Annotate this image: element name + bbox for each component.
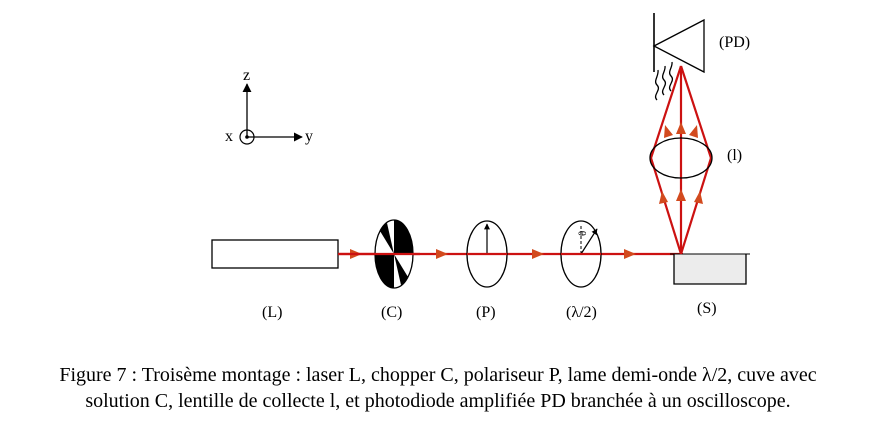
figure-caption: Figure 7 : Troisème montage : laser L, c… [0,362,876,414]
chopper-wheel [338,219,420,289]
beam-arrow-2 [436,249,448,259]
lens-label: (l) [727,147,742,164]
photodiode [652,13,705,101]
photodiode-label: (PD) [719,34,750,51]
rotated-polarization-arrow [580,228,598,255]
y-axis-label: y [305,128,313,145]
caption-line-1: Figure 7 : Troisème montage : laser L, c… [59,364,817,386]
half-wave-plate: θ [560,220,602,288]
x-axis-dot [245,135,249,139]
beam-arrow-4 [624,249,636,259]
caption-line-2: solution C, lentille de collecte l, et p… [85,390,791,412]
z-axis-label: z [243,67,250,84]
cell-label: (S) [697,300,717,317]
laser-body [211,239,339,269]
x-axis-circle [239,129,255,145]
cone-arrows [659,122,703,204]
laser-label: (L) [262,304,282,321]
x-axis-label: x [225,128,233,145]
sample-cell [670,253,750,285]
coordinate-axes: z x y [225,67,313,145]
incoming-light-icon [654,61,674,101]
half-wave-plate-label: (λ/2) [566,304,597,321]
beam-arrow-3 [532,249,544,259]
polarizer [466,220,508,288]
scattered-light-cone [649,65,713,255]
collection-lens [649,137,713,179]
theta-label: θ [577,231,589,236]
chopper-label: (C) [381,304,402,321]
polarizer-label: (P) [476,304,496,321]
